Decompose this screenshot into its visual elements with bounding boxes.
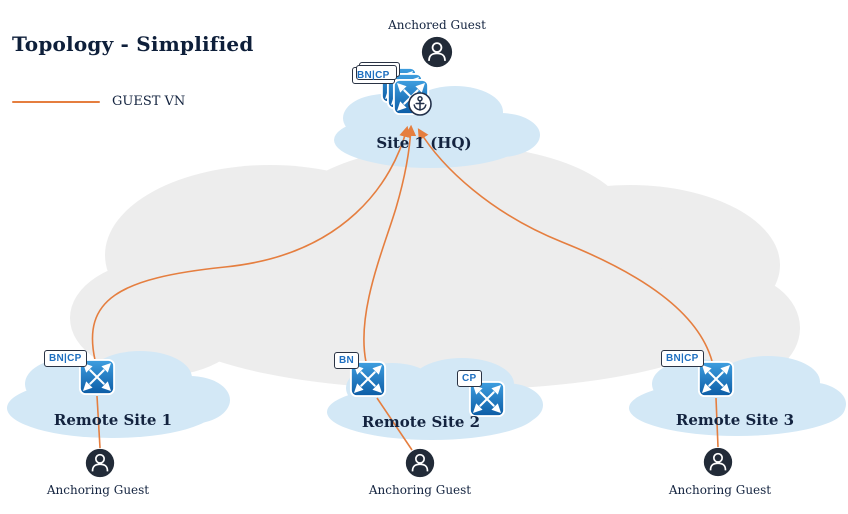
wan-cloud — [70, 145, 800, 390]
anchored-guest-label: Anchored Guest — [388, 18, 486, 32]
guest-vn-link-guest3-switch — [715, 397, 719, 448]
switch-icon-remote3 — [697, 360, 735, 398]
remote3-device-label: BN|CP — [661, 350, 704, 367]
guest-vn-link-remote1-hq — [91, 125, 411, 361]
guest-vn-legend-line — [12, 101, 100, 103]
guest-vn-link-guest1-switch — [96, 395, 101, 449]
hq-device-label: BN|CP — [352, 67, 395, 84]
remote-site1-label: Remote Site 1 — [53, 411, 173, 429]
anchor-icon — [408, 92, 432, 116]
guest-vn-link-guest2-switch — [376, 397, 413, 451]
anchoring-guest2-label: Anchoring Guest — [368, 483, 472, 497]
guest-vn-legend-label: GUEST VN — [112, 94, 186, 109]
guest-vn-link-remote2-hq — [363, 124, 417, 363]
guest-vn-link-remote3-hq — [417, 128, 713, 362]
remote2-bn-device-label: BN — [334, 352, 360, 369]
page-title: Topology - Simplified — [12, 32, 254, 56]
anchoring-guest3-label: Anchoring Guest — [668, 483, 772, 497]
anchoring-guest3-icon — [703, 447, 733, 477]
remote-site2-label: Remote Site 2 — [361, 413, 481, 431]
remote-site3-label: Remote Site 3 — [675, 411, 795, 429]
anchored-guest-icon — [421, 36, 453, 68]
anchoring-guest1-label: Anchoring Guest — [46, 483, 150, 497]
anchoring-guest1-icon — [85, 448, 115, 478]
remote1-device-label: BN|CP — [44, 350, 87, 367]
anchoring-guest2-icon — [405, 448, 435, 478]
switch-icon-remote2-cp — [468, 380, 506, 418]
remote2-cp-device-label: CP — [457, 370, 482, 387]
site1-hq-label: Site 1 (HQ) — [376, 134, 472, 152]
